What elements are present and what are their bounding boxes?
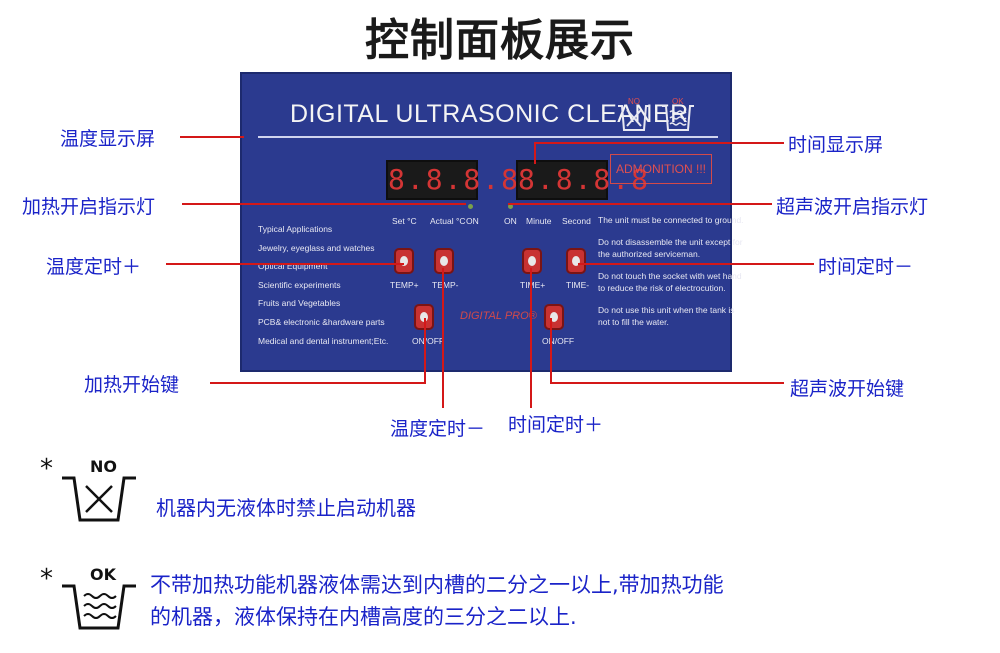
no-liquid-note-text: 机器内无液体时禁止启动机器 [156, 496, 416, 520]
ultrasonic-on-off-button[interactable] [544, 304, 564, 330]
callout-line-heat-key-h [210, 382, 426, 384]
callout-temp-plus: 温度定时＋ [46, 256, 142, 278]
no-liquid-icon: NO [618, 97, 650, 131]
time-display: 8.8.8.8 [516, 160, 648, 200]
second-label: Second [562, 216, 591, 226]
callout-heat-key: 加热开始键 [84, 374, 180, 396]
callout-temp-minus: 温度定时－ [390, 418, 486, 440]
note-star: * [40, 454, 53, 484]
heat-on-label: ON [466, 216, 479, 226]
heat-indicator-led [468, 204, 473, 209]
temp-minus-button[interactable] [434, 248, 454, 274]
ok-liquid-note-line1: 不带加热功能机器液体需达到内槽的二分之一以上,带加热功能 [150, 573, 724, 597]
warning-line: Do not disassemble the unit except for [598, 237, 743, 247]
applications-list: Typical Applications Jewelry, eyeglass a… [258, 220, 388, 350]
set-temp-label: Set °C [392, 216, 417, 226]
time-plus-label: TIME+ [520, 280, 546, 290]
application-line: Scientific experiments [258, 279, 341, 290]
callout-line-temp-display [180, 136, 244, 138]
callout-line-time-display-h [534, 142, 784, 144]
ultrasonic-on-off-label: ON/OFF [542, 336, 575, 346]
ultrasonic-indicator-led [508, 204, 513, 209]
callout-heat-indicator: 加热开启指示灯 [22, 196, 156, 218]
callout-time-display: 时间显示屏 [788, 134, 884, 156]
application-line: Medical and dental instrument;Etc. [258, 335, 389, 346]
application-line: Optical Equipment [258, 261, 328, 272]
page-title: 控制面板展示 [365, 15, 635, 66]
time-plus-button[interactable] [522, 248, 542, 274]
temperature-display: 8.8.8.8 [386, 160, 518, 200]
control-panel: DIGITAL ULTRASONIC CLEANER NO OK 8.8.8.8… [240, 72, 744, 372]
warning-line: Do not use this unit when the tank is [598, 305, 735, 315]
warning-line: to reduce the risk of electrocution. [598, 283, 726, 293]
warnings-list: The unit must be connected to ground. Do… [598, 214, 744, 328]
note-star: * [40, 564, 53, 594]
application-line: Typical Applications [258, 224, 333, 234]
callout-line-time-minus [578, 263, 814, 265]
callout-line-heat-indicator [182, 203, 466, 205]
time-minus-label: TIME- [566, 280, 590, 290]
callout-line-ultra-indicator [508, 203, 772, 205]
warning-line: not to fill the water. [598, 317, 669, 327]
warning-line: Do not touch the socket with wet hand [598, 271, 742, 281]
application-line: Jewelry, eyeglass and watches [258, 242, 375, 253]
svg-text:OK: OK [90, 565, 117, 584]
no-liquid-note-icon: NO [62, 457, 136, 522]
svg-text:NO: NO [90, 457, 117, 476]
callout-line-time-plus [530, 268, 532, 408]
callout-time-minus: 时间定时－ [818, 256, 914, 278]
temp-minus-label: TEMP- [432, 280, 459, 290]
application-line: Fruits and Vegetables [258, 298, 341, 309]
actual-temp-label: Actual °C [430, 216, 466, 226]
ok-liquid-note-line2: 的机器，液体保持在内槽高度的三分之二以上. [150, 605, 577, 629]
ok-liquid-icon: OK [662, 97, 694, 131]
ultrasonic-on-label: ON [504, 216, 517, 226]
callout-line-temp-plus [166, 263, 404, 265]
callout-line-ultra-key-v [550, 318, 552, 384]
callout-ultra-indicator: 超声波开启指示灯 [776, 196, 929, 218]
svg-text:NO: NO [628, 97, 640, 106]
digital-pro-logo: DIGITAL PRO® [460, 310, 537, 322]
callout-line-temp-minus [442, 268, 444, 408]
callout-line-ultra-key-h [550, 382, 784, 384]
warning-line: the authorized serviceman. [598, 249, 701, 259]
heat-on-off-label: ON/OFF [412, 336, 445, 346]
callout-time-plus: 时间定时＋ [508, 414, 604, 436]
panel-divider [258, 136, 718, 138]
time-minus-button[interactable] [566, 248, 586, 274]
temp-plus-label: TEMP+ [390, 280, 419, 290]
callout-ultra-key: 超声波开始键 [790, 378, 905, 400]
ok-liquid-note-icon: OK [62, 565, 136, 630]
application-line: PCB& electronic &hardware parts [258, 316, 385, 327]
admonition-box: ADMONITION !!! [610, 154, 712, 184]
callout-line-heat-key-v [424, 318, 426, 384]
callout-line-time-display-v [534, 142, 536, 164]
minute-label: Minute [526, 216, 552, 226]
svg-text:OK: OK [672, 97, 684, 106]
warning-line: The unit must be connected to ground. [598, 215, 744, 225]
callout-temp-display: 温度显示屏 [60, 128, 156, 150]
temp-plus-button[interactable] [394, 248, 414, 274]
